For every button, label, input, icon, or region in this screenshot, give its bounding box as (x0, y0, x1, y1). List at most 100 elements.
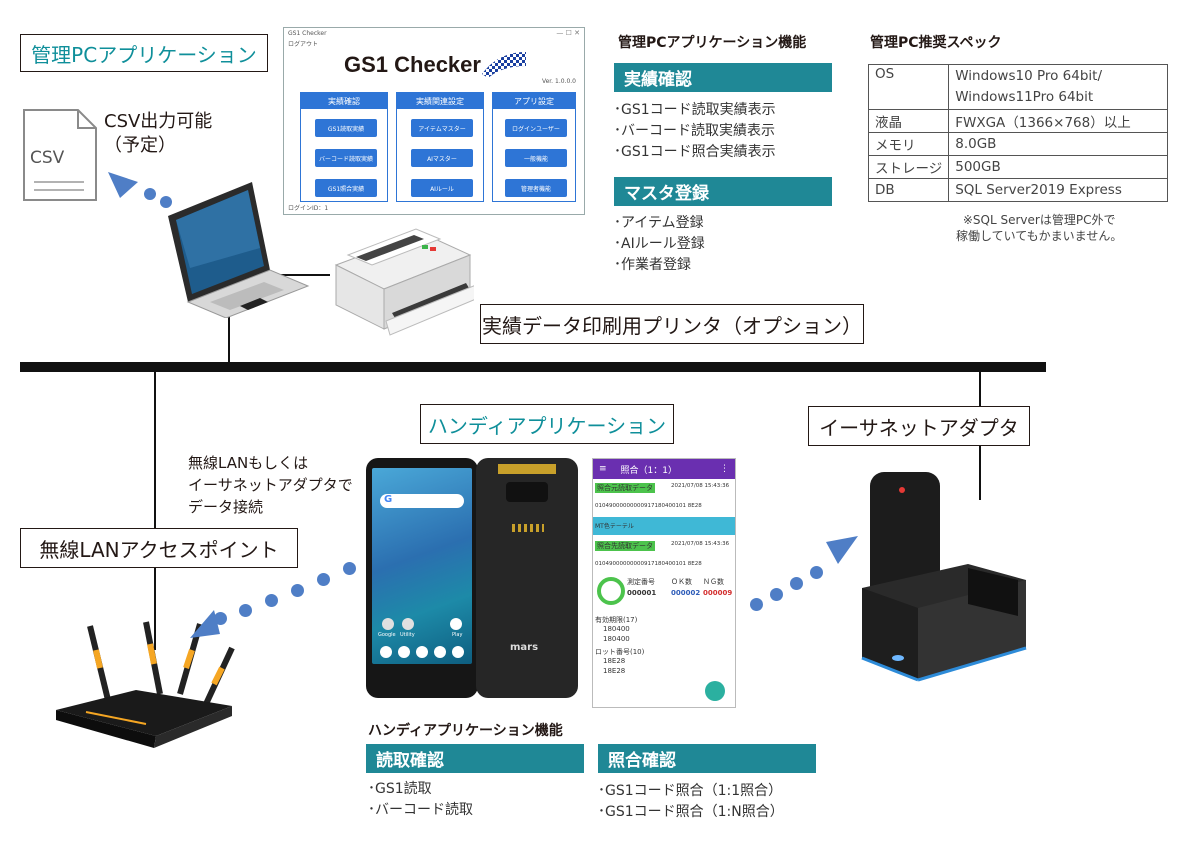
access-point-label: 無線LANアクセスポイント (20, 528, 298, 568)
connection-dot (265, 594, 278, 607)
window-controls[interactable]: — ☐ ✕ (556, 29, 580, 37)
checkered-flag-icon (482, 52, 526, 78)
connection-dot (291, 584, 304, 597)
menu-logout[interactable]: ログアウト (288, 41, 319, 48)
more-options-icon[interactable]: ⋮ (720, 464, 729, 474)
spec-key: DB (867, 178, 950, 202)
spec-key: メモリ (867, 132, 950, 156)
connection-dot (750, 598, 763, 611)
csv-icon-text: CSV (30, 148, 65, 168)
connection-dot (144, 188, 156, 200)
table-row: 液晶 FWXGA（1366×768）以上 (867, 109, 1168, 133)
app-icon[interactable] (402, 618, 414, 630)
connection-dot (810, 566, 823, 579)
list-item: ･GS1コード読取実績表示 (614, 102, 776, 118)
app-label: Play (452, 632, 463, 638)
gs1-checker-window: GS1 Checker — ☐ ✕ ログアウト GS1 Checker Ver.… (283, 27, 585, 215)
warning-label (498, 464, 556, 474)
barcode-read-results-button[interactable]: バーコード読取実績 (315, 149, 377, 167)
printer-icon (334, 228, 474, 336)
handy-app-label: ハンディアプリケーション (420, 404, 674, 444)
ethernet-adapter-label: イーサネットアダプタ (808, 406, 1030, 446)
connection-dot (160, 196, 172, 208)
master-feature-list: ･アイテム登録 ･AIルール登録 ･作業者登録 (614, 213, 705, 276)
admin-function-button[interactable]: 管理者機能 (505, 179, 567, 197)
list-item: ･AIルール登録 (614, 236, 705, 252)
brand-logo: mars (510, 642, 539, 653)
expiry-label: 有効期限(17) (595, 616, 638, 624)
login-user-button[interactable]: ログインユーザー (505, 119, 567, 137)
table-row: OS Windows10 Pro 64bit/ Windows11Pro 64b… (867, 64, 1168, 110)
match-feature-list: ･GS1コード照合（1:1照合） ･GS1コード照合（1:N照合） (598, 781, 784, 823)
read-feature-list: ･GS1読取 ･バーコード読取 (368, 779, 473, 821)
handy-terminal-front: G Google Utility Play (366, 458, 478, 698)
dock (380, 646, 464, 660)
browser-icon[interactable] (416, 646, 428, 658)
pc-features-heading: 管理PCアプリケーション機能 (618, 35, 807, 51)
version-text: Ver. 1.0.0.0 (541, 78, 576, 85)
list-item: ･バーコード読取 (368, 802, 473, 818)
connection-dot (214, 612, 227, 625)
window-title: GS1 Checker (288, 30, 327, 37)
ai-rule-button[interactable]: AIルール (411, 179, 473, 197)
item-master-button[interactable]: アイテムマスター (411, 119, 473, 137)
list-item: ･GS1読取 (368, 781, 432, 797)
printer-label: 実績データ印刷用プリンタ（オプション） (480, 304, 864, 344)
spec-key: OS (867, 64, 950, 110)
pogo-pins (512, 524, 544, 532)
expiry-value: 180400 (603, 625, 630, 633)
app-label: Utility (400, 632, 415, 638)
lot-label: ロット番号(10) (595, 648, 645, 656)
col-label: ＯＫ数 (671, 578, 692, 586)
spec-value: FWXGA（1366×768）以上 (948, 109, 1168, 133)
gs1-read-results-button[interactable]: GS1読取実績 (315, 119, 377, 137)
spec-key: 液晶 (867, 109, 950, 133)
csv-file-icon: CSV (22, 108, 98, 202)
gs1-app-name: GS1 Checker (344, 52, 481, 77)
phone-screen[interactable]: G Google Utility Play (372, 468, 472, 664)
connection-dot (317, 573, 330, 586)
chat-icon[interactable] (434, 646, 446, 658)
play-store-icon[interactable] (450, 618, 462, 630)
arrow-head-icon (108, 172, 138, 198)
target-date: 2021/07/08 15:43:36 (671, 541, 730, 547)
list-item: ･バーコード読取実績表示 (614, 123, 775, 139)
arrow-head-icon (826, 536, 858, 564)
column-header: 実績関連設定 (397, 93, 483, 109)
mt-row: MT色テーテル (593, 517, 735, 535)
spec-value: 8.0GB (948, 132, 1168, 156)
general-function-button[interactable]: 一般機能 (505, 149, 567, 167)
col-label: ＮＧ数 (703, 578, 724, 586)
source-code: 01049000000000917180400101 8E28 (595, 503, 702, 509)
section-bar-match: 照合確認 (598, 744, 816, 773)
list-item: ･アイテム登録 (614, 215, 704, 231)
app-header: ≡ 照合（1：1） ⋮ (593, 459, 735, 479)
app-icon[interactable] (382, 618, 394, 630)
phone-call-icon[interactable] (380, 646, 392, 658)
handy-features-heading: ハンディアプリケーション機能 (368, 723, 563, 739)
spec-table: OS Windows10 Pro 64bit/ Windows11Pro 64b… (867, 64, 1168, 202)
camera-icon[interactable] (452, 646, 464, 658)
col-value: 000001 (627, 589, 657, 597)
router-icon (56, 621, 235, 748)
laptop-icon (168, 182, 310, 318)
messages-icon[interactable] (398, 646, 410, 658)
gs1-match-results-button[interactable]: GS1照合実績 (315, 179, 377, 197)
lot-value: 18E28 (603, 667, 626, 675)
hamburger-menu-icon[interactable]: ≡ (599, 464, 607, 474)
spec-key: ストレージ (867, 155, 950, 179)
section-bar-master: マスタ登録 (614, 177, 832, 206)
spec-value: Windows10 Pro 64bit/ Windows11Pro 64bit (948, 64, 1168, 110)
ai-master-button[interactable]: AIマスター (411, 149, 473, 167)
spec-heading: 管理PC推奨スペック (870, 35, 1002, 51)
spec-value: 500GB (948, 155, 1168, 179)
connection-dot (770, 588, 783, 601)
pc-app-label: 管理PCアプリケーション (20, 34, 268, 72)
csv-output-label: CSV出力可能 （予定） (104, 111, 213, 156)
column-settings: 実績関連設定 アイテムマスター AIマスター AIルール (396, 92, 484, 202)
target-code: 01049000000000917180400101 8E28 (595, 561, 702, 567)
camera-fab-icon[interactable] (705, 681, 725, 701)
handy-terminal-back: mars (476, 458, 578, 698)
google-search-bar[interactable]: G (380, 494, 464, 508)
results-feature-list: ･GS1コード読取実績表示 ･バーコード読取実績表示 ･GS1コード照合実績表示 (614, 100, 776, 163)
